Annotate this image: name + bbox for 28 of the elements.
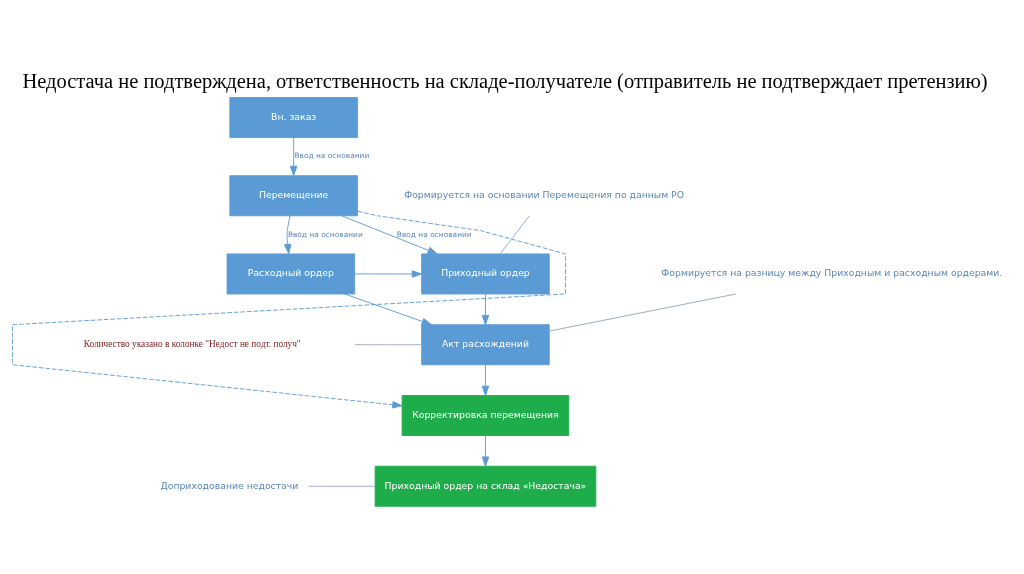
node-box: Корректировка перемещения [401, 395, 570, 436]
connector [548, 293, 737, 332]
node-box: Перемещение [229, 175, 358, 217]
arrow [481, 435, 490, 467]
diagram-title: Недостача не подтверждена, ответственность на складе-получателе (отправитель не подтверждает претензию) [22, 69, 988, 92]
connector [354, 344, 423, 346]
arrow [284, 215, 292, 255]
node-box: Приходный ордер [421, 253, 550, 295]
node-box: Расходный ордер [226, 253, 356, 295]
node-box: Акт расхождений [421, 324, 550, 366]
edge-label: Ввод на основании [396, 229, 472, 239]
arrow [289, 137, 298, 177]
arrow [341, 215, 438, 255]
node-box: Приходный ордер на склад «Недостача» [374, 465, 597, 507]
arrow [344, 293, 432, 326]
node-text: Доприходование недостачи [160, 479, 299, 491]
node-text: Формируется на разницу между Приходным и расходным ордерами. [661, 267, 1003, 279]
arrow [481, 364, 490, 396]
node-box: Вн. заказ [229, 97, 358, 139]
connector [499, 215, 530, 255]
node-text: Формируется на основании Перемещения по данным РО [404, 189, 685, 201]
edge-label: Ввод на основании [287, 229, 363, 239]
connector [308, 485, 376, 487]
arrow [354, 270, 422, 278]
arrow [12, 210, 566, 409]
arrow [481, 293, 490, 326]
node-text: Количество указано в колонке "Недост не подт. получ" [83, 339, 301, 350]
edge-label: Ввод на основании [294, 151, 370, 161]
